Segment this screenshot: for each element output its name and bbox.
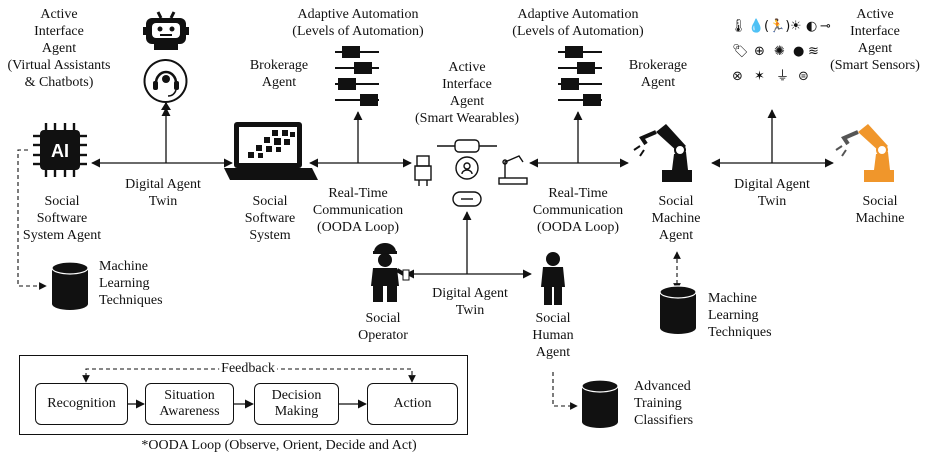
dashed-link-classifiers: [552, 372, 578, 410]
ooda-footnote: *OODA Loop (Observe, Orient, Decide and …: [141, 438, 417, 453]
sensor-ground-icon: ⏚: [776, 69, 789, 84]
sensor-humidity-icon: 💧: [748, 18, 764, 34]
headset-assistant-icon: [143, 59, 188, 111]
social-human-icon: [541, 252, 565, 305]
sensor-level-icon: ⊸: [820, 19, 831, 34]
ooda-step-action: Action: [367, 383, 458, 425]
robot-arm-agent-icon: [633, 124, 692, 182]
sensor-tag-icon: 🏷: [732, 44, 749, 59]
social-operator-icon: [371, 243, 410, 302]
sensor-contrast-icon: ◐: [806, 19, 817, 34]
sensor-pressure-icon: ⊗: [732, 69, 743, 84]
sensor-flow-icon: ✶: [754, 69, 765, 84]
sensor-gas-icon: ≋: [808, 44, 819, 59]
sensor-motion-icon: (🏃): [764, 18, 790, 34]
ooda-step-recognition: Recognition: [35, 383, 128, 425]
smart-sensors-icon-grid: 🌡 💧 (🏃) ☀ ◐ ⊸ 🏷 ⊕ ✺ ● ≋ ⊗ ✶ ⏚ ⊜: [730, 18, 831, 84]
sensor-light-icon: ☀: [790, 19, 802, 34]
label-adaptive-left: Adaptive Automation(Levels of Automation…: [292, 7, 424, 39]
robot-arm-machine-icon: [835, 124, 894, 182]
dashed-link-ml-left: [17, 149, 47, 290]
label-adaptive-right: Adaptive Automation(Levels of Automation…: [512, 7, 644, 39]
smart-wearables-icon: [414, 139, 528, 207]
chatbot-robot-icon: [143, 11, 189, 50]
sensor-proximity-icon: ●: [793, 44, 804, 59]
sensor-thermometer-icon: 🌡: [730, 18, 747, 34]
laptop-icon: [224, 122, 318, 180]
ai-chip-label: AI: [51, 141, 69, 161]
brokerage-sliders-icon-right: [558, 46, 602, 106]
sensor-gauge-icon: ⊕: [754, 44, 765, 59]
ooda-loop-frame: [19, 355, 468, 435]
database-icon-classifiers: [581, 379, 619, 428]
database-icon-ml-left: [51, 261, 89, 310]
sensor-weight-icon: ⊜: [798, 69, 809, 84]
ooda-feedback-label: Feedback: [219, 360, 277, 377]
database-icon-ml-right: [659, 285, 697, 334]
sensor-vibration-icon: ✺: [774, 44, 785, 59]
ai-chip-icon: AI: [33, 123, 87, 177]
brokerage-sliders-icon-left: [335, 46, 379, 106]
